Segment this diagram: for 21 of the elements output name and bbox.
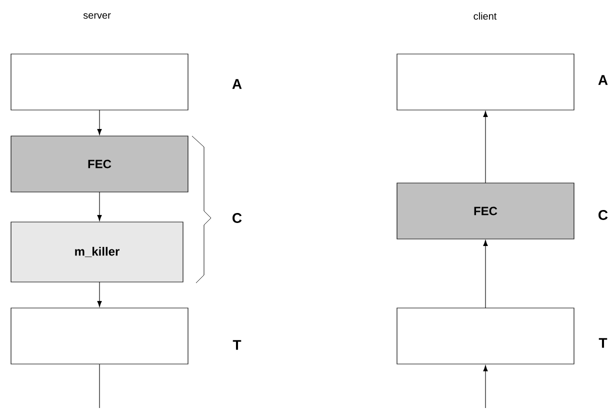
process-box: FEC <box>396 182 574 240</box>
arrow <box>483 111 488 184</box>
layer-letter: A <box>598 75 608 85</box>
empty-box <box>10 308 188 364</box>
arrow <box>483 365 488 408</box>
layer-letter: T <box>598 338 608 348</box>
empty-box <box>10 54 188 110</box>
layer-letter: T <box>232 340 242 350</box>
layer-letter: C <box>598 210 608 220</box>
arrow <box>97 282 102 307</box>
layer-letter: C <box>232 213 242 223</box>
column-heading: server <box>83 13 111 19</box>
process-box: m_killer <box>10 222 184 282</box>
arrow <box>97 110 102 135</box>
layer-letter: A <box>232 79 242 89</box>
empty-box <box>396 308 574 364</box>
column-heading: client <box>474 12 497 20</box>
empty-box <box>396 54 574 110</box>
arrow <box>97 192 102 221</box>
arrow <box>483 240 488 308</box>
process-box: FEC <box>10 136 188 192</box>
